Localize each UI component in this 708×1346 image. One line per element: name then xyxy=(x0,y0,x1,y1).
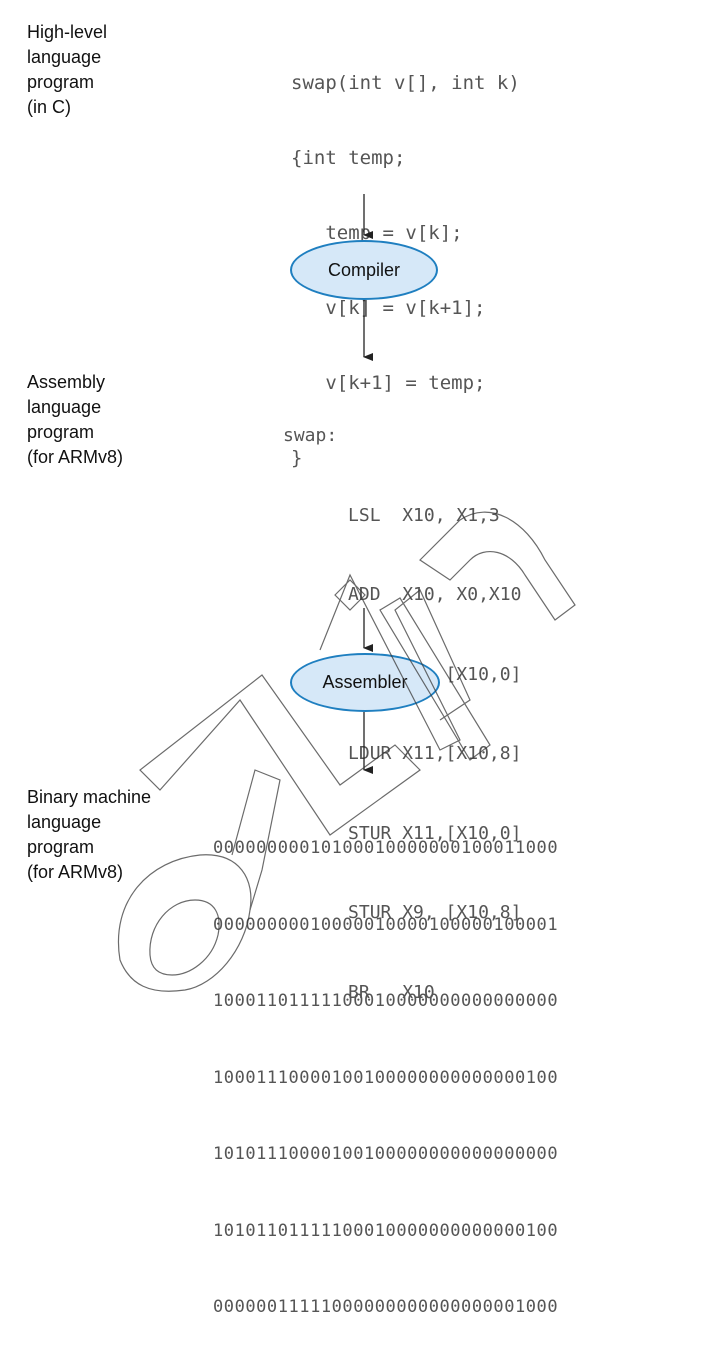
label-line: program xyxy=(27,422,95,442)
code-line: } xyxy=(291,447,303,469)
code-line: STUR X9, [X10,8] xyxy=(283,902,522,923)
code-line: v[k] = v[k+1]; xyxy=(291,297,486,319)
code-line: 10101101111100010000000000000100 xyxy=(213,1220,559,1241)
label-line: High-level xyxy=(27,22,108,42)
code-line: ADD X10, X0,X10 xyxy=(283,584,522,605)
code-line: v[k+1] = temp; xyxy=(291,372,486,394)
label-line: language xyxy=(27,397,102,417)
label-line: Binary machine xyxy=(27,787,152,807)
code-line: 00000000010000010000100000100001 xyxy=(213,914,559,935)
code-line: 10001101111100010000000000000000 xyxy=(213,991,559,1011)
compiler-label: Compiler xyxy=(327,259,401,280)
c-source-code: swap(int v[], int k) {int temp; temp = v… xyxy=(291,21,520,496)
code-line: 00000011111000000000000000001000 xyxy=(213,1297,559,1317)
label-line: (for ARMv8) xyxy=(27,447,124,467)
code-line: LSL X10, X1,3 xyxy=(283,504,500,526)
binary-label: Binary machine language program (for ARM… xyxy=(27,785,151,885)
high-level-label: High-level language program (in C) xyxy=(27,20,107,120)
label-line: language xyxy=(27,812,102,832)
code-line: 10001110000100100000000000000100 xyxy=(213,1067,559,1088)
compiler-node: Compiler xyxy=(290,240,438,300)
code-line: LDUR X11,[X10,8] xyxy=(283,743,522,764)
code-line: swap: xyxy=(283,425,338,446)
label-line: Assembly xyxy=(27,372,106,392)
code-line: {int temp; xyxy=(291,147,406,169)
code-line: temp = v[k]; xyxy=(291,222,463,244)
code-line: 00000000010100010000000100011000 xyxy=(213,838,559,858)
assembly-label: Assembly language program (for ARMv8) xyxy=(27,370,123,470)
binary-code: 00000000010100010000000100011000 0000000… xyxy=(213,785,558,1346)
code-line: swap(int v[], int k) xyxy=(291,72,520,94)
label-line: (for ARMv8) xyxy=(27,862,124,882)
label-line: program xyxy=(27,837,95,857)
code-line: BR X10 xyxy=(283,981,435,1003)
assembler-label: Assembler xyxy=(322,672,408,692)
assembler-node: Assembler xyxy=(290,653,440,712)
code-line: 10101110000100100000000000000000 xyxy=(213,1144,559,1164)
label-line: language xyxy=(27,47,102,67)
label-line: program xyxy=(27,72,95,92)
label-line: (in C) xyxy=(27,97,71,117)
